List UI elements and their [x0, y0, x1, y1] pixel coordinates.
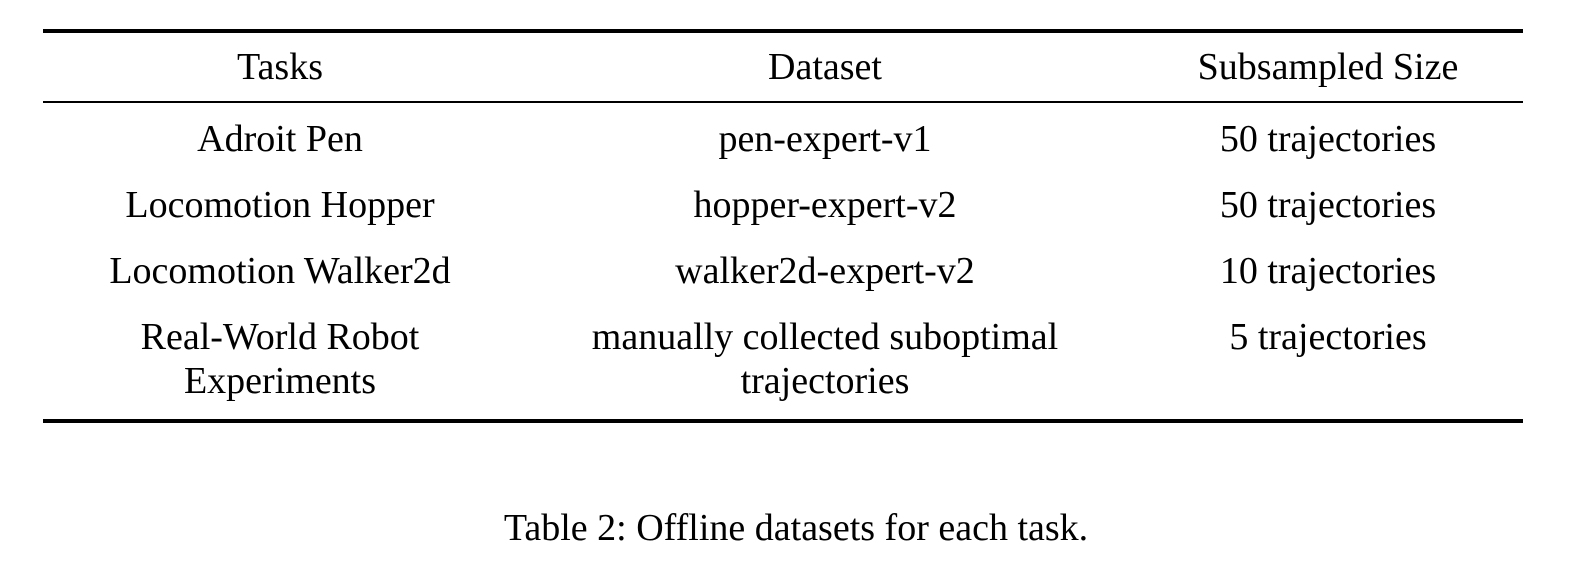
size-cell: 50 trajectories: [1219, 184, 1437, 226]
size-cell: 5 trajectories: [1229, 316, 1427, 358]
table-row: Adroit Pen pen-expert-v1 50 trajectories: [43, 102, 1523, 171]
dataset-cell: walker2d-expert-v2: [517, 237, 1133, 303]
dataset-cell: pen-expert-v1: [517, 102, 1133, 171]
dataset-name-line-1: manually collected suboptimal: [591, 316, 1059, 358]
header-tasks: Tasks: [236, 46, 323, 88]
task-name: Locomotion Hopper: [125, 184, 435, 226]
dataset-name: hopper-expert-v2: [693, 184, 957, 226]
task-name-line-1: Real-World Robot: [140, 316, 420, 358]
size-cell: 10 trajectories: [1219, 250, 1437, 292]
table-row: Locomotion Walker2d walker2d-expert-v2 1…: [43, 237, 1523, 303]
header-subsampled-size: Subsampled Size: [1197, 46, 1459, 88]
dataset-cell: hopper-expert-v2: [517, 171, 1133, 237]
header-dataset: Dataset: [768, 46, 882, 88]
dataset-name: walker2d-expert-v2: [675, 250, 975, 292]
task-cell: Real-World Robot Experiments: [43, 303, 517, 421]
header-row: Tasks Dataset Subsampled Size: [43, 31, 1523, 102]
task-name: Adroit Pen: [197, 118, 363, 160]
datasets-table-container: Tasks Dataset Subsampled Size Adroit Pen…: [43, 29, 1523, 423]
table-caption: Table 2: Offline datasets for each task.: [503, 507, 1089, 549]
task-cell: Locomotion Walker2d: [43, 237, 517, 303]
size-cell: 50 trajectories: [1219, 118, 1437, 160]
dataset-name-line-2: trajectories: [740, 360, 910, 402]
table-row: Locomotion Hopper hopper-expert-v2 50 tr…: [43, 171, 1523, 237]
task-name: Locomotion Walker2d: [109, 250, 451, 292]
task-cell: Adroit Pen: [43, 102, 517, 171]
table-header: Tasks Dataset Subsampled Size: [43, 31, 1523, 102]
table-body: Adroit Pen pen-expert-v1 50 trajectories…: [43, 102, 1523, 421]
task-cell: Locomotion Hopper: [43, 171, 517, 237]
table-row: Real-World Robot Experiments manually co…: [43, 303, 1523, 421]
dataset-cell: manually collected suboptimal trajectori…: [517, 303, 1133, 421]
dataset-name: pen-expert-v1: [718, 118, 932, 160]
task-name-line-2: Experiments: [183, 360, 377, 402]
datasets-table: Tasks Dataset Subsampled Size Adroit Pen…: [43, 29, 1523, 423]
